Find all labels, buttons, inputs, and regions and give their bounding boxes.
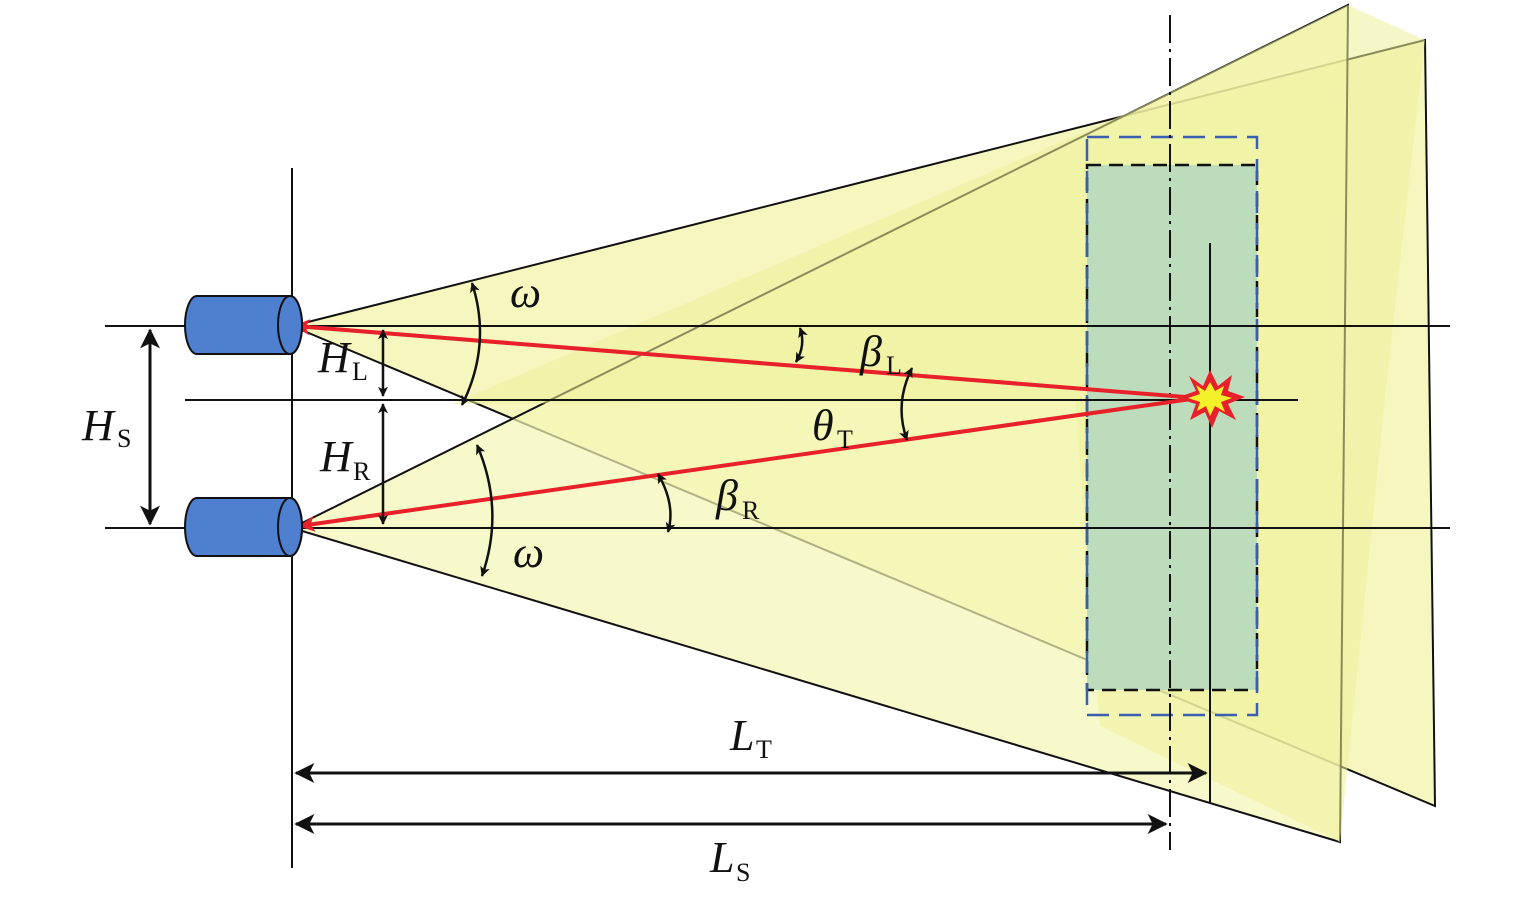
- h-r-label: H: [319, 432, 354, 481]
- l-s-subscript: S: [736, 858, 750, 887]
- beta-l-arc: [794, 327, 808, 363]
- theta-t-subscript: T: [837, 425, 853, 454]
- target-zone: [1085, 163, 1259, 692]
- omega-lower-label: ω: [513, 528, 544, 577]
- h-l-subscript: L: [352, 357, 368, 386]
- beta-r-subscript: R: [742, 496, 760, 525]
- beta-l-label: β: [859, 327, 882, 376]
- camera-cylinder-icon: [184, 497, 303, 557]
- upper-ray: [293, 319, 1199, 400]
- lower-ray: [298, 396, 1199, 532]
- l-t-subscript: T: [756, 735, 772, 764]
- beta-r-arc: [656, 473, 676, 533]
- theta-t-label: θ: [812, 401, 834, 450]
- camera-cylinder-icon: [184, 295, 303, 355]
- theta-t-arc: [899, 367, 914, 441]
- h-s-label: H: [81, 401, 116, 450]
- h-s-subscript: S: [117, 424, 131, 453]
- beta-l-subscript: L: [886, 351, 902, 380]
- omega-lower-arc: [475, 444, 494, 577]
- h-l-label: H: [317, 333, 352, 382]
- beta-r-label: β: [715, 471, 738, 520]
- l-s-label: L: [709, 833, 734, 882]
- explosion-burst-icon: [1176, 370, 1245, 428]
- l-t-label: L: [729, 711, 754, 760]
- h-r-subscript: R: [353, 457, 371, 486]
- target-zone-outer-dashed: [1085, 135, 1259, 717]
- omega-upper-label: ω: [510, 268, 541, 317]
- omega-upper-arc: [460, 282, 482, 406]
